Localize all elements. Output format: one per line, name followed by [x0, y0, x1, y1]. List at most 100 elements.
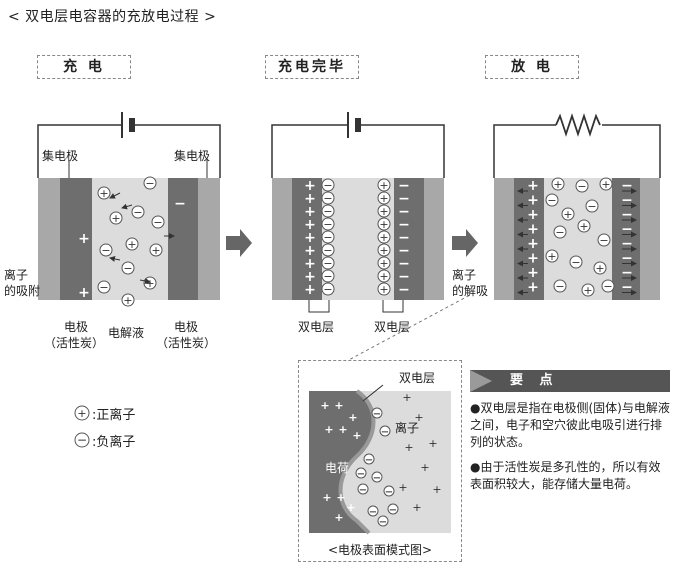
electrode-charge: − — [621, 280, 633, 296]
svg-text:−: − — [357, 469, 365, 480]
negative-ion: − — [377, 515, 389, 528]
negative-ion: − — [383, 485, 395, 498]
positive-ion: + — [121, 293, 135, 307]
svg-text:+: + — [127, 238, 136, 251]
positive-ion: + — [143, 276, 157, 290]
negative-ion: − — [143, 176, 157, 190]
electrolyte-ion: + — [432, 483, 441, 496]
electrode-charge: − — [398, 217, 410, 233]
electrolyte-ion: + — [428, 437, 437, 450]
positive-ion: + — [581, 283, 595, 297]
electrode-right-label-2: （活性炭） — [156, 336, 217, 350]
legend-positive: :正离子 — [92, 408, 136, 423]
svg-text:−: − — [323, 218, 332, 231]
svg-text:−: − — [379, 517, 387, 528]
electrode-surface-diagram: ++++++++++−−−−−−−−−−++++++++ — [309, 384, 451, 535]
negative-ion: − — [321, 256, 335, 270]
negative-ion: − — [321, 282, 335, 296]
svg-text:+: + — [379, 179, 388, 192]
negative-ion: − — [575, 179, 589, 193]
motion-arrow — [109, 192, 121, 199]
positive-ion: + — [125, 237, 139, 251]
motion-arrow — [121, 203, 133, 210]
motion-arrow — [139, 278, 151, 284]
negative-ion: − — [363, 453, 375, 466]
double-layer-left-label: 双电层 — [298, 320, 335, 334]
key-point-1: ●双电层是指在电极侧(固体)与电解液之间，电子和空穴彼此电吸引进行排列的状态。 — [470, 401, 670, 449]
positive-ion: + — [599, 177, 613, 191]
negative-ion: − — [371, 407, 383, 420]
svg-text:−: − — [323, 192, 332, 205]
ion-desorption-label-1: 离子 — [452, 268, 477, 282]
svg-text:−: − — [577, 180, 586, 193]
electrode-charge: + — [527, 207, 539, 223]
svg-text:+: + — [579, 220, 588, 233]
svg-text:−: − — [571, 256, 580, 269]
transition-arrow-icon — [452, 229, 478, 257]
positive-ion: + — [149, 243, 163, 257]
electrode-charge: + — [336, 491, 345, 504]
electrode-charge: − — [398, 178, 410, 194]
key-points-heading-text: 要 点 — [510, 373, 559, 388]
motion-arrow — [109, 256, 121, 262]
stage-charged-label: 充电完毕 — [265, 55, 359, 79]
positive-ion: + — [545, 249, 559, 263]
svg-text:−: − — [323, 270, 332, 283]
ion-adsorption-label-2: 的吸附 — [4, 284, 41, 298]
negative-ion: − — [601, 279, 615, 293]
electrolyte-ion: + — [414, 411, 423, 424]
svg-text:−: − — [555, 226, 564, 239]
svg-text:+: + — [583, 284, 592, 297]
svg-text:+: + — [99, 187, 108, 200]
electrode-charge: + — [334, 511, 343, 524]
electrode-charge: − — [174, 196, 186, 212]
svg-text:+: + — [77, 407, 86, 420]
electrode-charge: + — [304, 243, 316, 259]
stage-discharge-label: 放 电 — [485, 55, 579, 79]
electrode-charge: + — [304, 256, 316, 272]
positive-ion: + — [377, 204, 391, 218]
zoom-double-layer-label: 双电层 — [399, 371, 436, 385]
svg-text:+: + — [379, 231, 388, 244]
electrode-charge: + — [527, 280, 539, 296]
electrode-left-label-2: （活性炭） — [44, 336, 105, 350]
electrode-charge: + — [527, 222, 539, 238]
zoom-charge-label: 电荷 — [325, 461, 350, 475]
negative-ion: − — [357, 483, 369, 496]
electrode-charge: + — [527, 178, 539, 194]
electrolyte-ion: + — [420, 461, 429, 474]
legend-negative: :负离子 — [92, 435, 136, 450]
electrode-charge: + — [304, 230, 316, 246]
svg-text:−: − — [359, 485, 367, 496]
negative-ion: − — [367, 505, 379, 518]
negative-ion: − — [121, 261, 135, 275]
negative-ion: − — [545, 193, 559, 207]
svg-text:+: + — [379, 270, 388, 283]
negative-ion: − — [585, 199, 599, 213]
svg-text:−: − — [323, 283, 332, 296]
negative-ion: − — [553, 225, 567, 239]
negative-ion: − — [569, 255, 583, 269]
positive-ion: + — [377, 217, 391, 231]
electrode-charge: + — [78, 231, 90, 247]
ion-adsorption-label-1: 离子 — [4, 268, 29, 282]
positive-ion: + — [377, 178, 391, 192]
positive-ion: + — [593, 261, 607, 275]
svg-text:−: − — [587, 200, 596, 213]
svg-text:−: − — [153, 216, 162, 229]
negative-ion-icon: − — [74, 432, 90, 448]
electrode-charge: − — [621, 251, 633, 267]
electrode-charge: + — [527, 251, 539, 267]
negative-ion: − — [321, 243, 335, 257]
negative-ion: − — [321, 217, 335, 231]
svg-text:−: − — [99, 281, 108, 294]
svg-text:+: + — [379, 192, 388, 205]
electrode-charge: − — [621, 265, 633, 281]
electrode-charge: − — [398, 256, 410, 272]
positive-ion: + — [97, 186, 111, 200]
electrode-charge: − — [621, 193, 633, 209]
positive-ion-icon: + — [74, 405, 90, 421]
svg-text:−: − — [603, 280, 612, 293]
svg-text:−: − — [101, 244, 110, 257]
negative-ion: − — [321, 191, 335, 205]
